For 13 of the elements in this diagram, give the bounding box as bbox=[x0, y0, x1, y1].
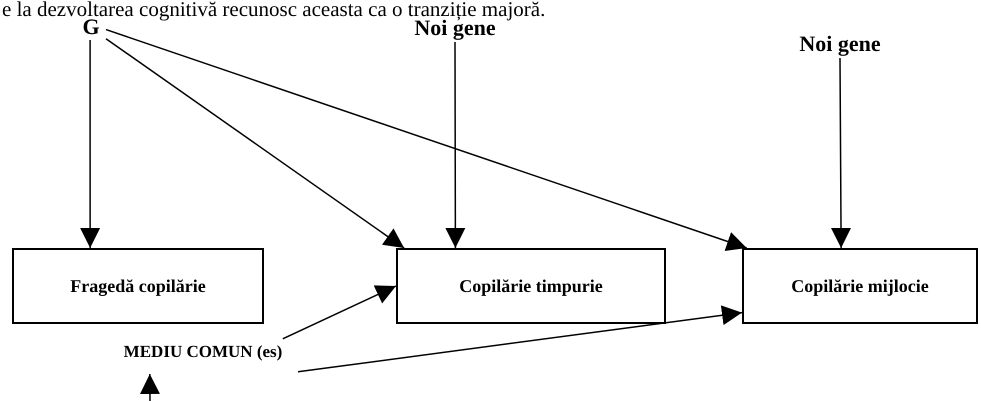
stage-box: Fragedă copilărie bbox=[12, 248, 264, 324]
gene-label: Noi gene bbox=[790, 30, 890, 58]
arrow bbox=[298, 305, 742, 373]
arrow bbox=[445, 42, 466, 248]
arrow bbox=[106, 38, 405, 249]
environment-label: MEDIU COMUN (es) bbox=[108, 330, 298, 374]
arrow bbox=[140, 374, 160, 401]
arrow bbox=[282, 285, 396, 340]
stage-box: Copilărie mijlocie bbox=[742, 248, 978, 324]
arrow bbox=[106, 28, 747, 251]
arrow bbox=[831, 58, 851, 248]
arrow bbox=[80, 40, 100, 248]
stage-box: Copilărie timpurie bbox=[396, 248, 666, 324]
